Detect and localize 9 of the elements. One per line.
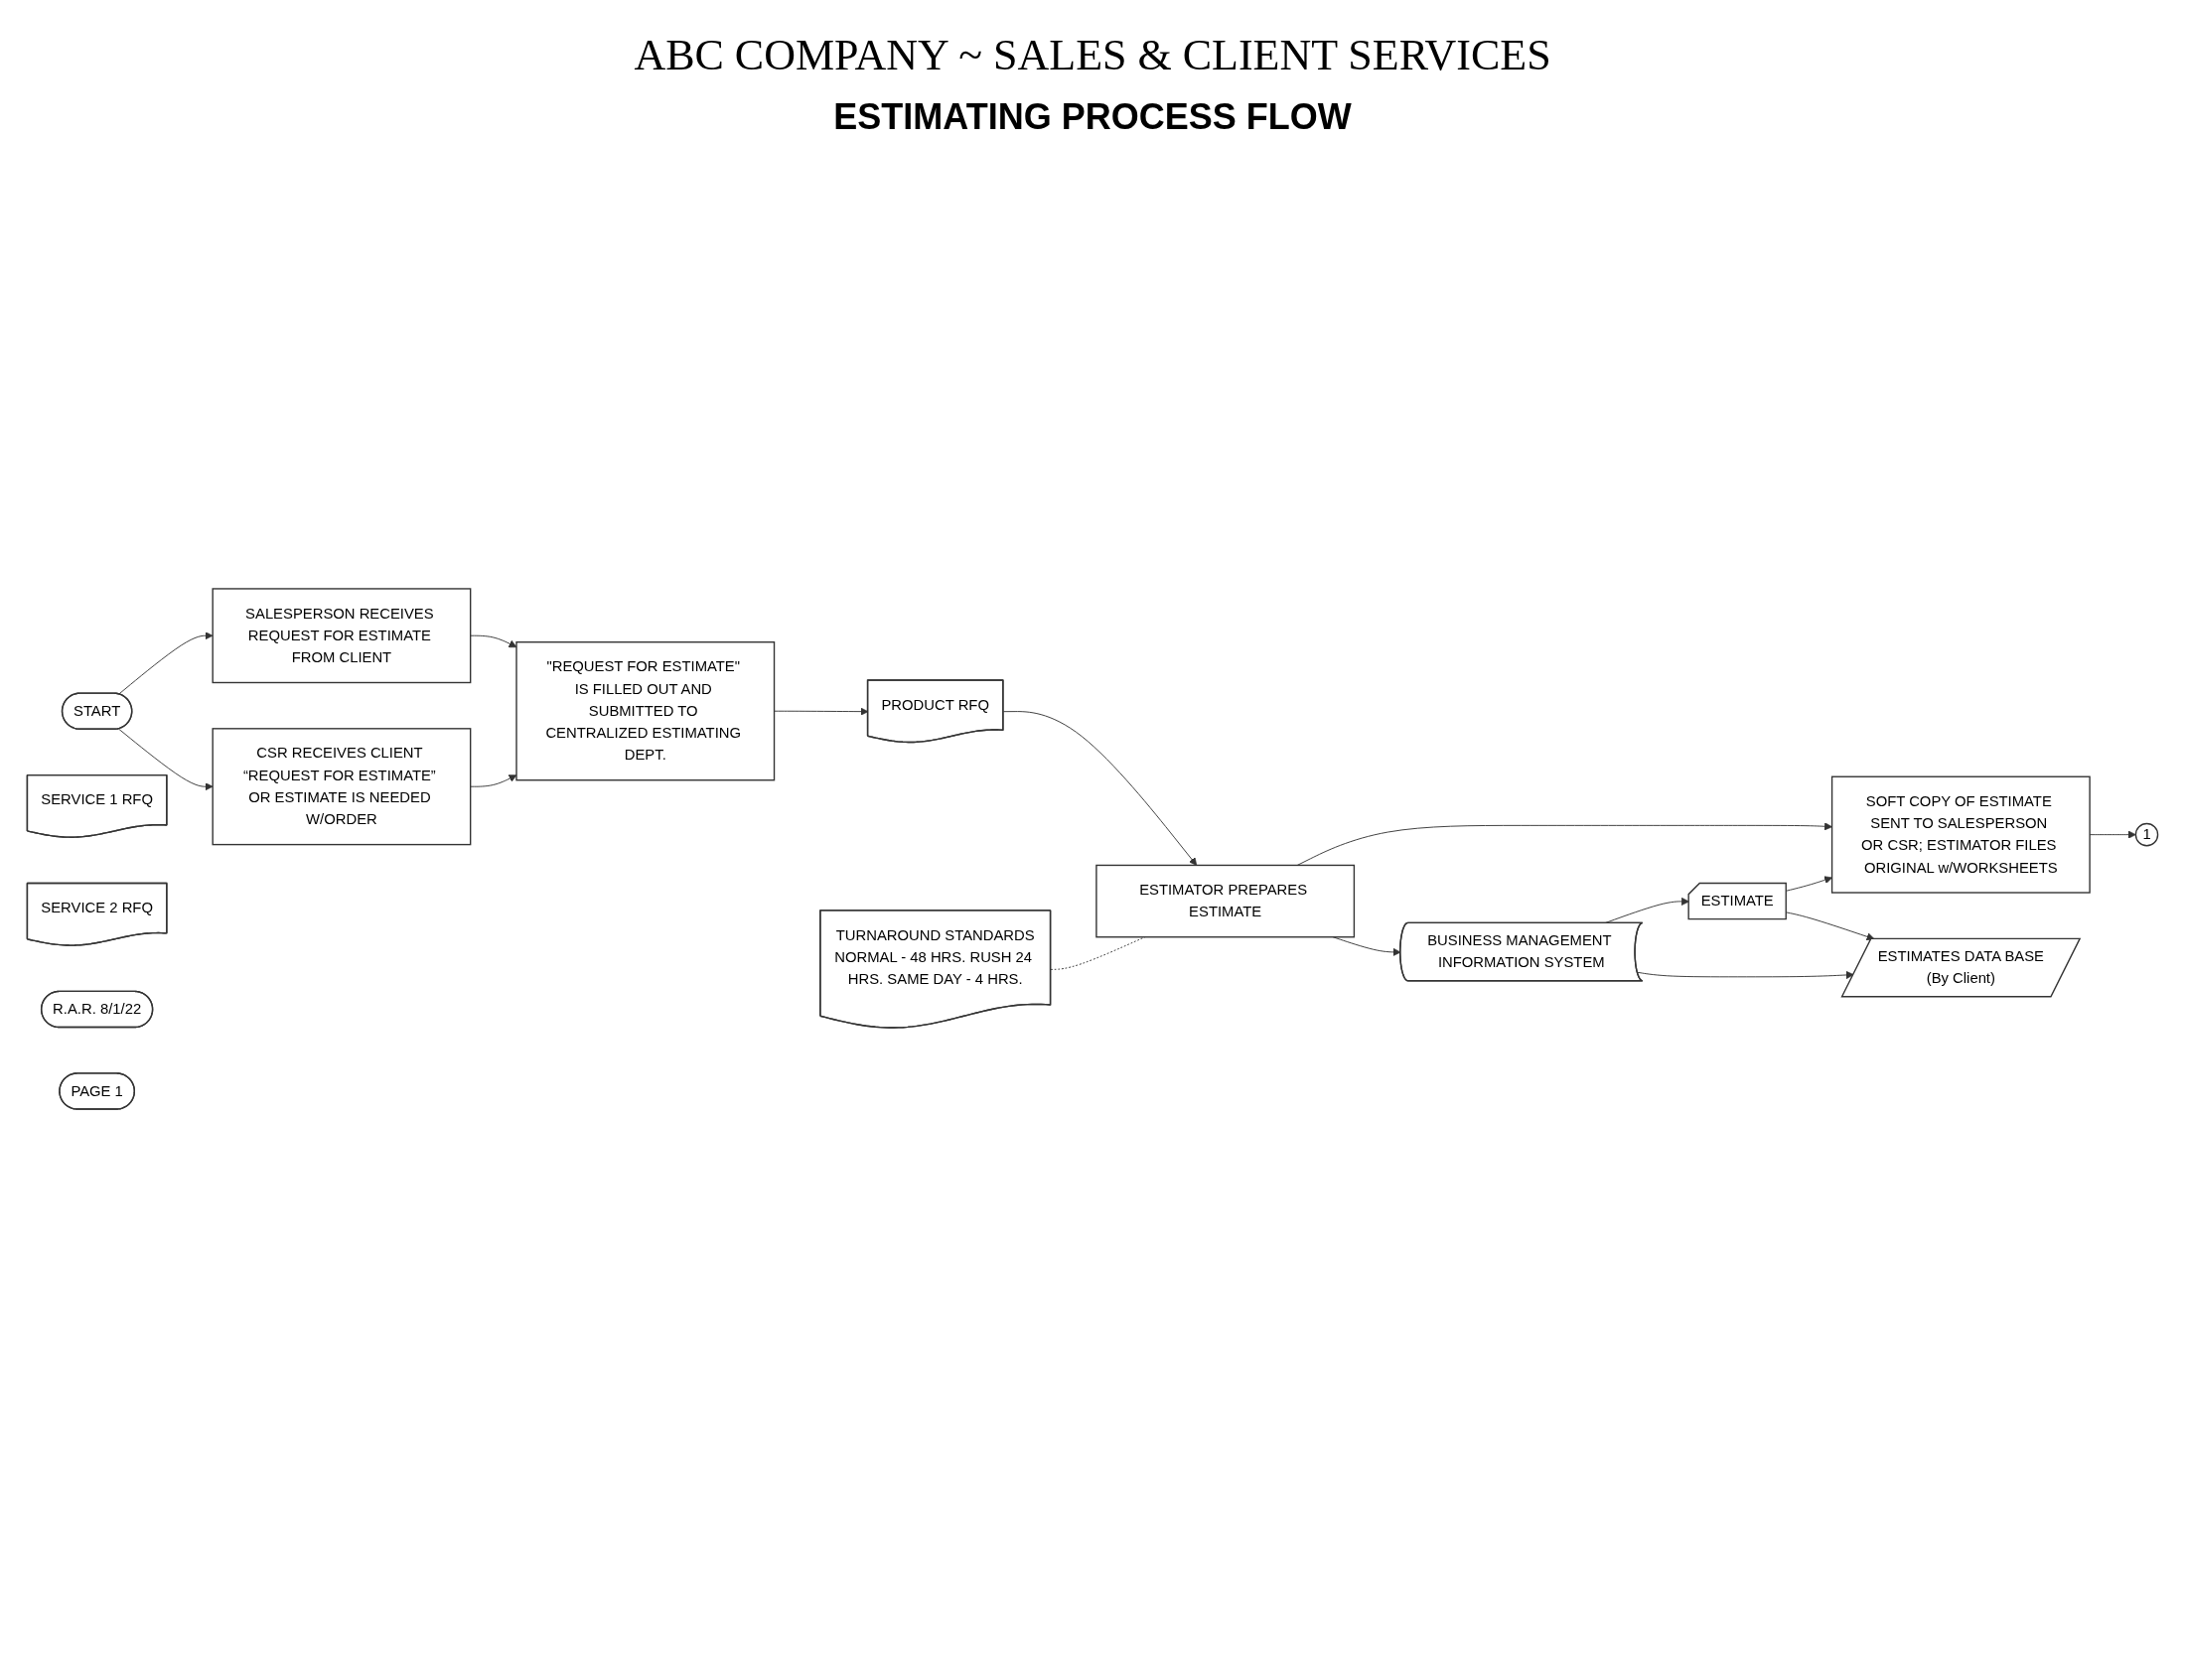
connector [1050,936,1146,970]
subtitle: ESTIMATING PROCESS FLOW [832,96,1353,138]
node-circle: 1 [2134,822,2159,847]
node-box: "REQUEST FOR ESTIMATE" IS FILLED OUT AND SUBMITTED TO CENTRALIZED ESTIMATING DEPT. [515,641,776,781]
node-box: SOFT COPY OF ESTIMATE SENT TO SALESPERSON OR CSR; ESTIMATOR FILES ORIGINAL w/WORKSHEETS [1830,775,2091,894]
node-box: SALESPERSON RECEIVES REQUEST FOR ESTIMATE FROM CLIENT [212,588,472,684]
node-box: CSR RECEIVES CLIENT “REQUEST FOR ESTIMATE” OR ESTIMATE IS NEEDED W/ORDER [212,728,472,846]
node-box: ESTIMATOR PREPARES ESTIMATE [1095,864,1356,938]
title: ABC COMPANY ~ SALES & CLIENT SERVICES [633,30,1552,80]
